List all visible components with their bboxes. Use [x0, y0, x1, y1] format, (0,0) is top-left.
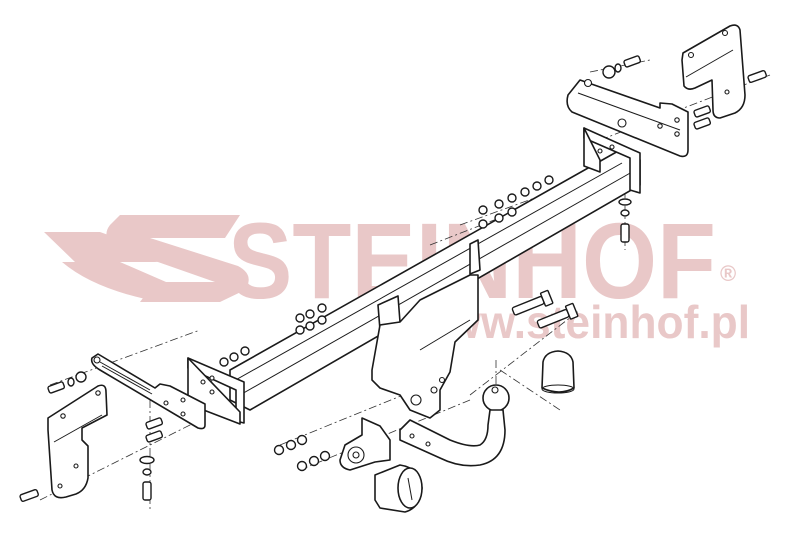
socket-nuts-washers — [273, 434, 331, 472]
left-bracket-bolts — [19, 198, 632, 502]
right-mounting-bracket — [566, 78, 689, 158]
hitch-long-bolts — [511, 289, 579, 329]
right-bracket-bolts — [602, 55, 767, 130]
left-side-plate — [47, 384, 108, 499]
right-end-plate — [583, 127, 641, 194]
electrical-socket — [374, 464, 423, 513]
tow-ball-neck — [399, 384, 510, 467]
socket-plate — [339, 417, 391, 471]
left-mounting-bracket — [90, 353, 206, 430]
center-hitch-bracket — [371, 239, 481, 419]
right-side-plate — [681, 24, 746, 119]
ball-cap — [541, 350, 575, 394]
steinhof-logo-icon — [44, 215, 249, 302]
watermark-registered: ® — [720, 261, 736, 286]
crossbar-nuts-washers — [219, 175, 554, 367]
